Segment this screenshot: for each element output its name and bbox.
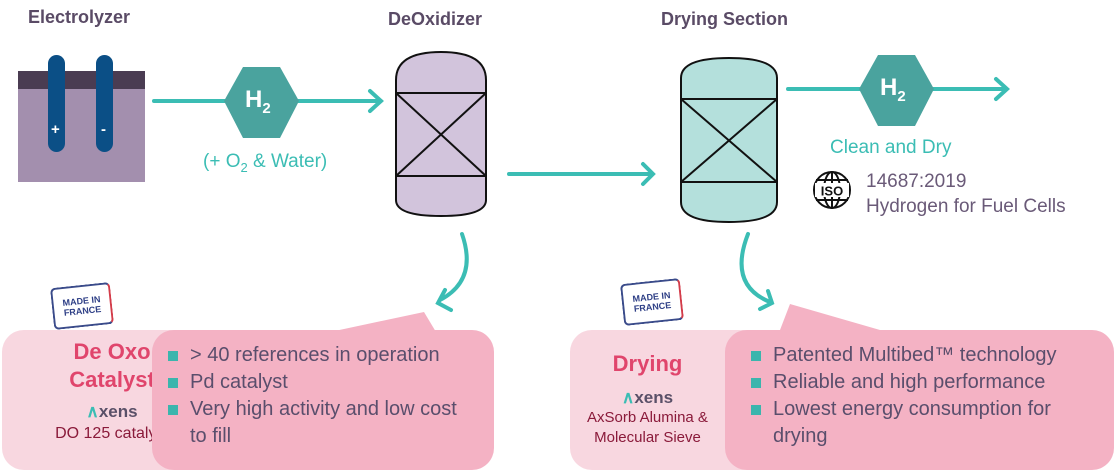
- plus-terminal-label: +: [51, 121, 60, 138]
- feature-item: Pd catalyst: [166, 369, 476, 396]
- deoxidizer-title: DeOxidizer: [388, 9, 483, 29]
- drying-section-title: Drying Section: [661, 9, 789, 29]
- feature-item: Lowest energy consumption for drying: [749, 396, 1109, 450]
- drying-product-line1: AxSorb Alumina &: [587, 409, 708, 426]
- clean-and-dry-caption: Clean and Dry: [830, 137, 952, 158]
- axens-logo-text: xens: [98, 402, 138, 421]
- bullet-icon: [751, 405, 761, 415]
- drying-vessel: [680, 56, 778, 224]
- deoxo-feature-list: > 40 references in operation Pd catalyst…: [166, 342, 476, 450]
- feature-item: Reliable and high performance: [749, 369, 1109, 396]
- drying-callout-pointer: [780, 304, 880, 330]
- bullet-icon: [168, 378, 178, 388]
- h2-in-symbol: H: [245, 86, 263, 113]
- h2-in-subscript: 2: [262, 99, 271, 117]
- drying-feature-list: Patented Multibed™ technology Reliable a…: [749, 342, 1109, 450]
- deoxo-product-name: DO 125 catalyst: [55, 425, 169, 442]
- deoxo-title-line1: De Oxo: [73, 339, 151, 364]
- iso-standard-description: Hydrogen for Fuel Cells: [866, 196, 1066, 217]
- deoxo-title: De Oxo Catalyst: [2, 338, 222, 394]
- iso-standard-number: 14687:2019: [866, 171, 967, 192]
- h2-out-symbol: H: [880, 74, 898, 101]
- feature-item: Patented Multibed™ technology: [749, 342, 1109, 369]
- h2-in-label: H2: [245, 86, 271, 117]
- bullet-icon: [168, 351, 178, 361]
- drying-product-name: AxSorb Alumina & Molecular Sieve: [570, 408, 725, 448]
- h2-out-label: H2: [880, 74, 906, 105]
- drying-features-panel: Patented Multibed™ technology Reliable a…: [725, 330, 1114, 470]
- curved-arrow-drying: [739, 232, 775, 311]
- deoxo-callout-pointer: [330, 312, 436, 332]
- minus-terminal-label: -: [101, 121, 106, 138]
- axens-logo: ∧xens: [621, 388, 674, 407]
- axens-logo: ∧xens: [86, 402, 138, 421]
- cathode-electrode: [96, 55, 113, 152]
- bullet-icon: [168, 405, 178, 415]
- electrolyzer-top: [18, 71, 145, 89]
- bullet-icon: [751, 351, 761, 361]
- iso-icon-text: ISO: [821, 184, 843, 199]
- electrolyzer-body: [18, 71, 145, 182]
- h2-out-subscript: 2: [897, 87, 906, 105]
- curved-arrow-deoxo: [435, 232, 469, 312]
- process-diagram: [18, 50, 1010, 332]
- arrow-to-drying: [507, 162, 656, 186]
- h2-hexagon-in: [224, 67, 299, 138]
- caption-sub: 2: [240, 159, 248, 175]
- electrolyzer: [18, 55, 145, 182]
- caption-suffix: & Water): [247, 151, 328, 172]
- axens-logo-text: xens: [634, 388, 674, 407]
- drying-title: Drying: [612, 351, 683, 376]
- bullet-icon: [751, 378, 761, 388]
- iso-globe-icon: ISO: [812, 170, 852, 210]
- made-in-france-badge-drying: MADE IN FRANCE: [619, 277, 685, 327]
- h2-in-caption: (+ O2 & Water): [203, 151, 327, 175]
- made-in-france-badge-deoxo: MADE IN FRANCE: [49, 281, 115, 331]
- deoxidizer-vessel: [395, 50, 487, 218]
- deoxo-title-line2: Catalyst: [69, 367, 155, 392]
- caption-prefix: (+ O: [203, 151, 241, 172]
- anode-electrode: [48, 55, 65, 152]
- feature-item: > 40 references in operation: [166, 342, 476, 369]
- h2-hexagon-out: [859, 55, 934, 126]
- electrolyzer-title: Electrolyzer: [28, 7, 131, 27]
- deoxo-features-panel: > 40 references in operation Pd catalyst…: [152, 330, 494, 470]
- drying-product-line2: Molecular Sieve: [594, 429, 701, 446]
- feature-item: Very high activity and low cost to fill: [166, 396, 476, 450]
